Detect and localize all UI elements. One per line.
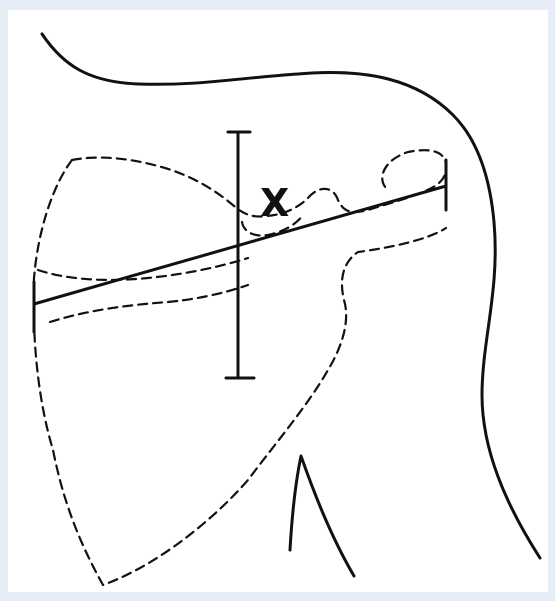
body-outline: [42, 34, 540, 558]
diagram-panel: X: [8, 10, 548, 592]
axilla-line: [290, 456, 354, 576]
x-marker: X: [260, 181, 289, 225]
horizontal-measure-line: [34, 186, 446, 304]
shoulder-sketch: X: [8, 10, 548, 592]
spine-lower-border: [38, 258, 248, 280]
scapula-outline: [34, 160, 446, 585]
